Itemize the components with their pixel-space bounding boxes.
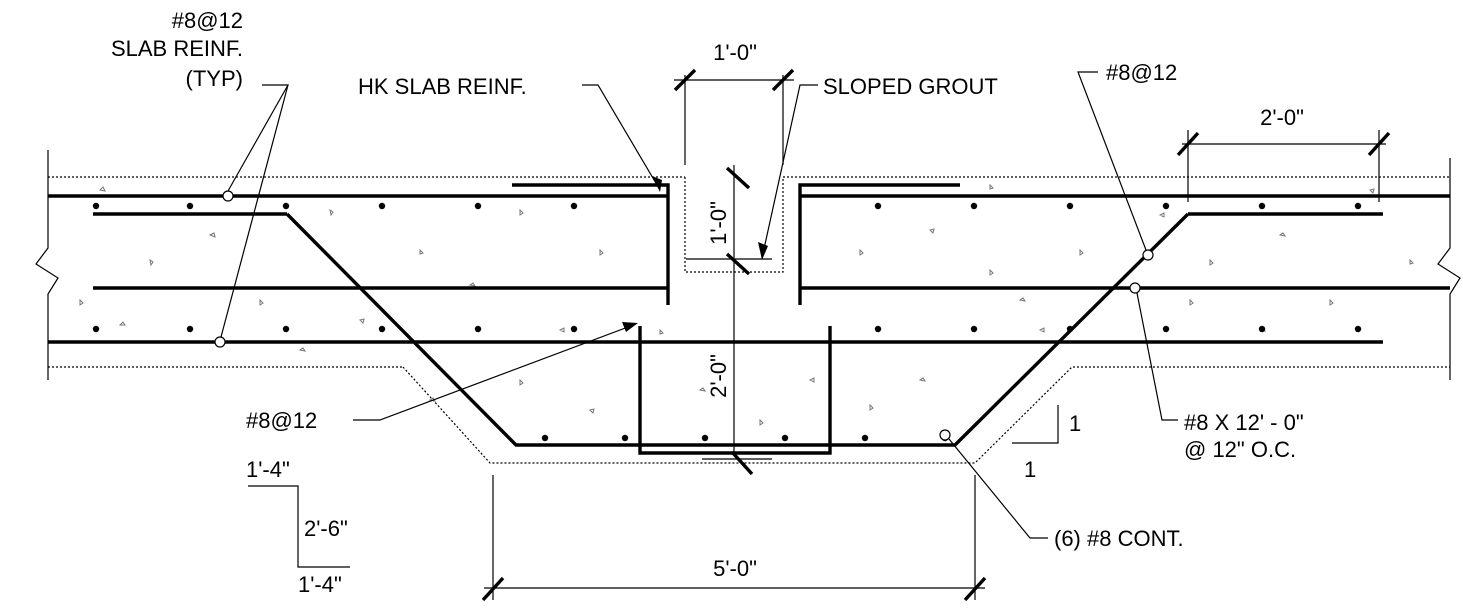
pit-bent-bar <box>285 212 1190 447</box>
break-lines <box>35 150 1461 380</box>
slab-reinf-label-3: (TYP) <box>186 66 243 91</box>
key-mid-dim: 2'-6" <box>304 516 348 541</box>
cont-bars-label: (6) #8 CONT. <box>1054 526 1184 551</box>
key-top-dim: 1'-4" <box>246 457 290 482</box>
pit-bottom-width-dim: 5'-0" <box>713 556 757 581</box>
top-bar-label: #8@12 <box>1106 60 1177 85</box>
pit-depth-dim: 2'-0" <box>706 354 731 398</box>
left-bar-label: #8@12 <box>246 408 317 433</box>
diag-bar-label-2: @ 12" O.C. <box>1184 437 1296 462</box>
bar-dots <box>92 202 1362 442</box>
slab-reinf-label-1: #8@12 <box>172 8 243 33</box>
hk-slab-reinf-label: HK SLAB REINF. <box>358 74 527 99</box>
slope-h-label: 1 <box>1024 457 1036 482</box>
trench-depth-dim: 1'-0" <box>706 201 731 245</box>
slab-reinf-label-2: SLAB REINF. <box>111 36 243 61</box>
slope-indicator <box>1012 405 1059 444</box>
hook-bar-right <box>798 183 960 305</box>
leader-rings <box>214 190 1154 441</box>
pit-u-bar <box>638 326 832 455</box>
splice-length-dim: 2'-0" <box>1260 105 1304 130</box>
trench-width-dim: 1'-0" <box>713 40 757 65</box>
dimensions <box>481 68 1391 602</box>
labels: #8@12 SLAB REINF. (TYP) HK SLAB REINF. S… <box>111 8 1304 597</box>
leaders <box>220 71 1178 539</box>
diag-bar-label-1: #8 X 12' - 0" <box>1184 410 1304 435</box>
key-diagram <box>248 485 350 568</box>
aggregate-texture <box>79 183 1414 426</box>
sloped-grout-label: SLOPED GROUT <box>823 74 998 99</box>
slope-v-label: 1 <box>1069 411 1081 436</box>
hook-bar-left <box>512 183 670 305</box>
key-bottom-dim: 1'-4" <box>298 572 342 597</box>
